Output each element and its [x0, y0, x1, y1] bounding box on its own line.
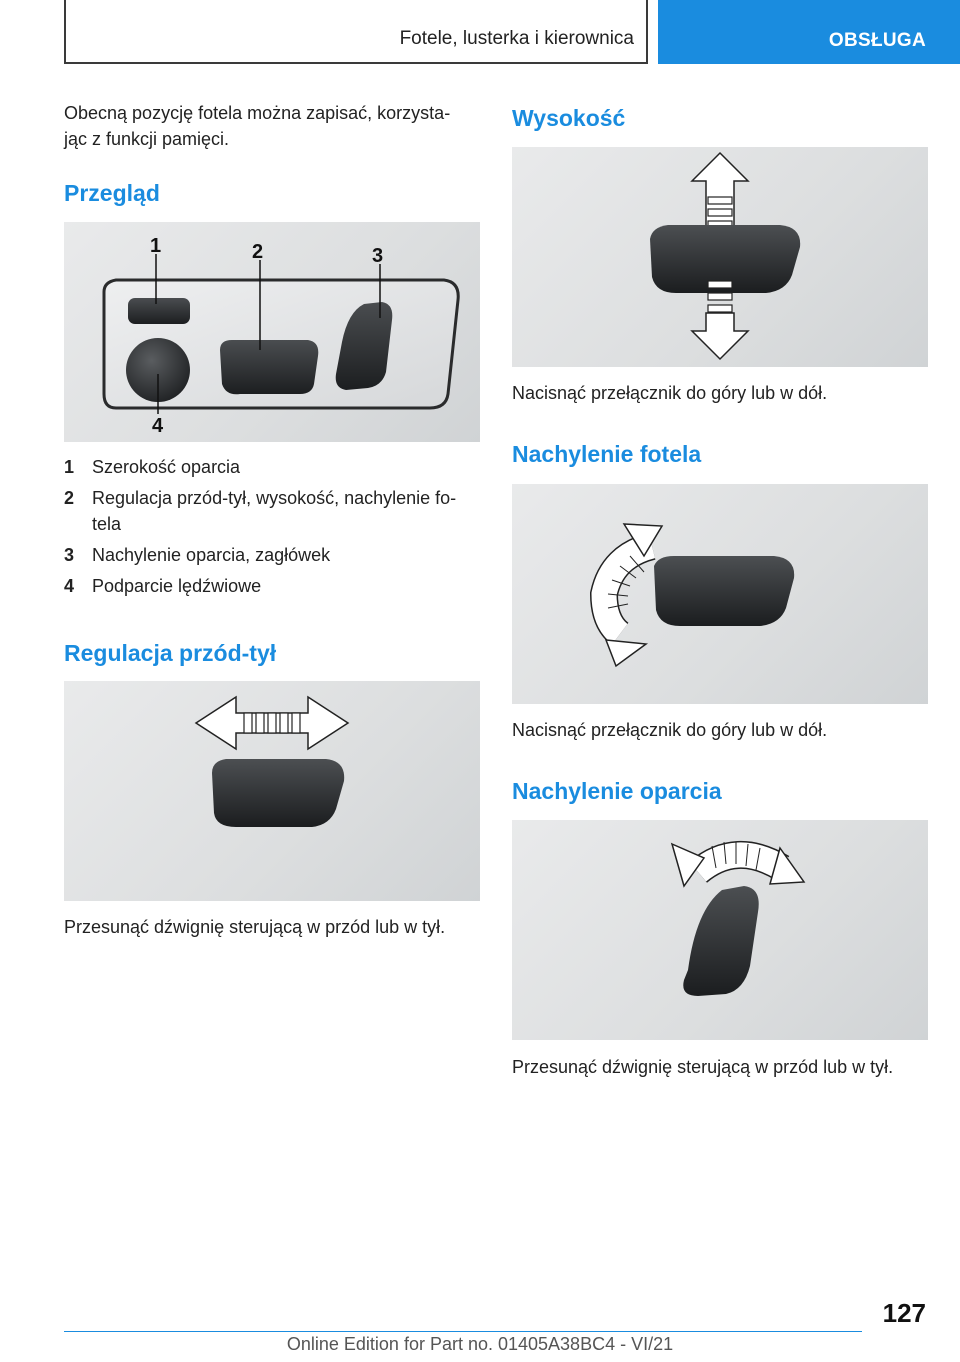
legend-item: 2 Regulacja przód-tył, wysokość, nachyle… [64, 485, 480, 537]
backrest-switch [335, 302, 393, 390]
seat-switch [650, 225, 801, 293]
arrow-up-icon [690, 151, 750, 230]
overview-legend: 1 Szerokość oparcia 2 Regulacja przód-ty… [64, 454, 480, 604]
heading-overview: Przegląd [64, 180, 160, 206]
backrest-switch [683, 886, 759, 996]
figure-fore-aft [64, 681, 480, 901]
legend-item: 1 Szerokość oparcia [64, 454, 480, 480]
legend-number: 3 [64, 545, 75, 565]
seat-switch [654, 556, 795, 626]
heading-height: Wysokość [512, 105, 626, 131]
arrow-down-icon [690, 312, 750, 361]
section-title: Fotele, lusterka i kierownica [399, 28, 634, 49]
seat-tilt-caption: Nacisnąć przełącznik do góry lub w dół. [512, 720, 828, 740]
figure-seat-controls-overview: 1 2 3 4 [64, 222, 480, 442]
backrest-tilt-illustration [670, 841, 806, 996]
seat-controls-illustration: 1 2 3 4 [102, 235, 460, 437]
lumbar-knob [126, 338, 190, 402]
legend-item: 3 Nachylenie oparcia, zagłówek [64, 542, 480, 568]
legend-text: Szerokość oparcia [92, 457, 241, 477]
legend-text: Nachylenie oparcia, zagłówek [92, 545, 331, 565]
intro-text: Obecną pozycję fotela można zapisać, kor… [64, 103, 451, 149]
callout-4: 4 [152, 415, 164, 437]
arrow-down-icon [604, 639, 649, 668]
figure-backrest-tilt [512, 820, 928, 1040]
chapter-tab[interactable]: OBSŁUGA [658, 0, 960, 64]
legend-item: 4 Podparcie lędźwiowe [64, 573, 480, 599]
fore-aft-caption: Przesunąć dźwignię sterującą w przód lub… [64, 917, 446, 937]
running-header: Fotele, lusterka i kierownica [64, 0, 648, 64]
arrow-up-icon [622, 523, 664, 558]
legend-number: 2 [64, 488, 75, 508]
figure-height [512, 147, 928, 367]
edition-info: Online Edition for Part no. 01405A38BC4 … [286, 1334, 674, 1354]
callout-1: 1 [150, 235, 161, 257]
figure-seat-tilt [512, 484, 928, 704]
seat-switch [220, 340, 319, 395]
legend-text: Podparcie lędźwiowe [92, 576, 262, 596]
arrow-right-icon [768, 846, 806, 885]
seat-switch [212, 759, 345, 827]
chapter-tab-label: OBSŁUGA [828, 30, 926, 51]
callout-2: 2 [252, 241, 263, 263]
heading-seat-tilt: Nachylenie fotela [512, 441, 702, 467]
seat-tilt-illustration [589, 523, 795, 668]
heading-fore-aft: Regulacja przód-tył [64, 640, 277, 666]
height-illustration [650, 151, 801, 361]
callout-3: 3 [372, 245, 383, 267]
fore-aft-illustration [194, 695, 350, 827]
footer-rule [64, 1331, 862, 1332]
backrest-tilt-caption: Przesunąć dźwignię sterującą w przód lub… [512, 1057, 894, 1077]
legend-number: 4 [64, 576, 75, 596]
backrest-width-button [128, 298, 190, 324]
legend-number: 1 [64, 457, 75, 477]
height-caption: Nacisnąć przełącznik do góry lub w dół. [512, 383, 828, 403]
legend-text: Regulacja przód-tył, wysokość, nachyleni… [92, 488, 457, 534]
page-number: 127 [882, 1298, 926, 1328]
heading-backrest-tilt: Nachylenie oparcia [512, 778, 722, 804]
arrow-left-icon [670, 842, 706, 888]
